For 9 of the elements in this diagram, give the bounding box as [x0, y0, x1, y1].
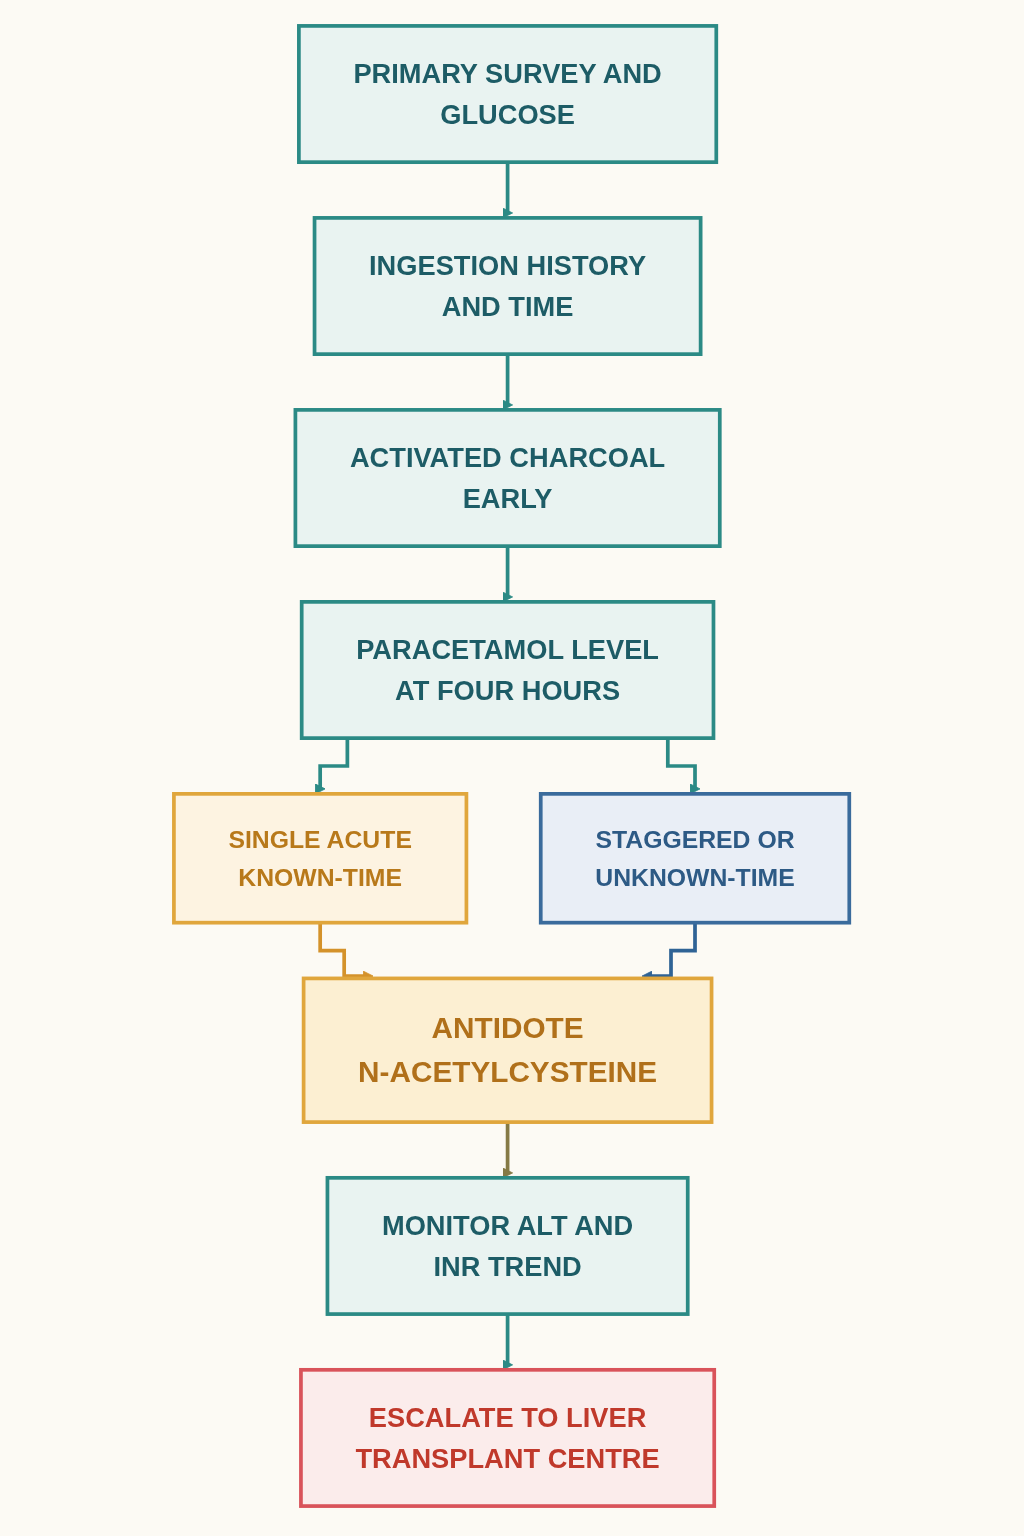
node-box: ACTIVATED CHARCOAL EARLY [293, 408, 723, 548]
node-box: ESCALATE TO LIVER TRANSPLANT CENTRE [299, 1367, 717, 1508]
node-box: INGESTION HISTORY AND TIME [313, 216, 703, 356]
node-box: ANTIDOTE N-ACETYLCYSTEINE [302, 976, 714, 1124]
node-box: PARACETAMOL LEVEL AT FOUR HOURS [300, 600, 716, 740]
node-box: SINGLE ACUTE KNOWN-TIME [172, 792, 469, 925]
node-box: PRIMARY SURVEY AND GLUCOSE [297, 24, 719, 164]
node-box: MONITOR ALT AND INR TREND [326, 1176, 690, 1316]
node-box: STAGGERED OR UNKNOWN-TIME [539, 792, 852, 925]
